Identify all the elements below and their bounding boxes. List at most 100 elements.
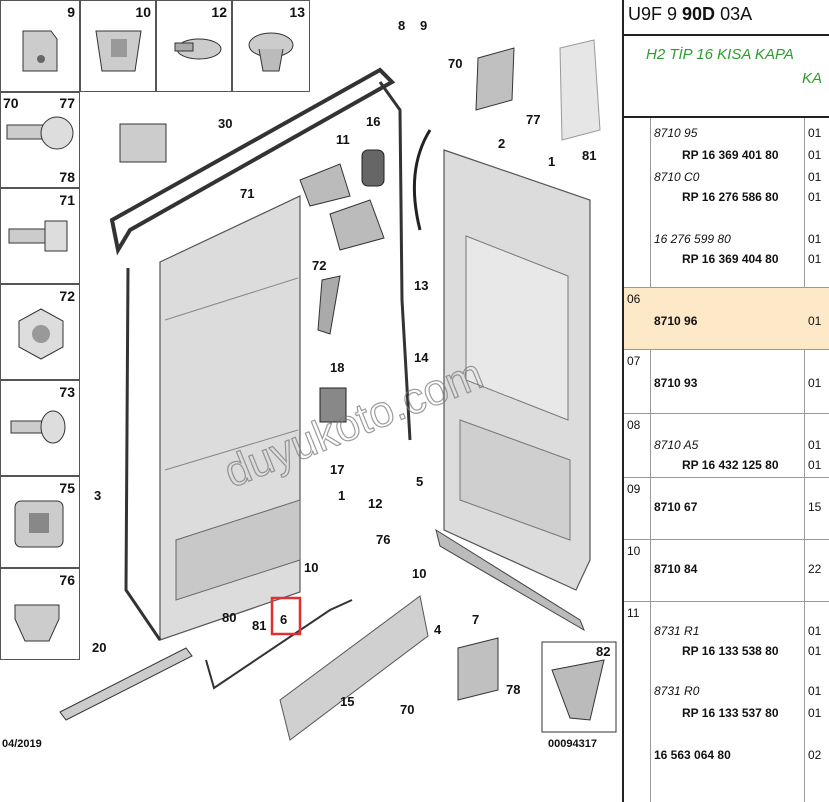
- legend-number: 72: [59, 288, 75, 304]
- table-row[interactable]: 10 8710 84 22: [624, 540, 829, 602]
- callout[interactable]: 78: [506, 682, 520, 697]
- part-qty: 01: [808, 438, 822, 452]
- table-row[interactable]: 08 8710 A5 01 RP 16 432 125 80 01: [624, 414, 829, 478]
- callout[interactable]: 10: [412, 566, 426, 581]
- part-qty: 01: [808, 706, 822, 720]
- legend-cell-10[interactable]: 10: [80, 0, 156, 92]
- legend-cell-12[interactable]: 12: [156, 0, 232, 92]
- part-ref: RP 16 369 404 80: [682, 252, 779, 266]
- table-row-selected[interactable]: 06 8710 96 01: [624, 288, 829, 350]
- part-qty: 01: [808, 458, 822, 472]
- legend-cell-9[interactable]: 9: [0, 0, 80, 92]
- subtitle-line-1: H2 TİP 16 KISA KAPA: [646, 46, 794, 63]
- title-prefix: U9F 9: [628, 4, 683, 24]
- bolt-icon: [6, 116, 74, 150]
- callout[interactable]: 77: [526, 112, 540, 127]
- bracket-30: [119, 123, 167, 163]
- callout[interactable]: 18: [330, 360, 344, 375]
- lower-trim-strip: [279, 595, 429, 741]
- callout[interactable]: 15: [340, 694, 354, 709]
- callout[interactable]: 2: [498, 136, 505, 151]
- callout[interactable]: 20: [92, 640, 106, 655]
- parts-diagram: 9 10 12 13 70 77 78 71 72 73 75 76: [0, 0, 617, 750]
- column-divider: [650, 118, 651, 802]
- callout[interactable]: 81: [252, 618, 266, 633]
- row-number: 06: [627, 292, 641, 306]
- callout[interactable]: 1: [338, 488, 345, 503]
- legend-cell-76[interactable]: 76: [0, 568, 80, 660]
- grommet-icon: [248, 32, 294, 72]
- check-strap-18: [317, 275, 341, 335]
- row-number: 07: [627, 354, 641, 368]
- legend-number: 9: [67, 4, 75, 20]
- screw-icon: [8, 220, 68, 252]
- legend-number: 12: [211, 4, 227, 20]
- callout[interactable]: 71: [240, 186, 254, 201]
- legend-cell-70-77-78[interactable]: 70 77 78: [0, 92, 80, 188]
- callout[interactable]: 10: [304, 560, 318, 575]
- callout[interactable]: 17: [330, 462, 344, 477]
- part-16: [361, 149, 385, 187]
- legend-cell-13[interactable]: 13: [232, 0, 310, 92]
- highlighted-callout-box: [270, 596, 302, 636]
- callout[interactable]: 6: [280, 612, 287, 627]
- callout[interactable]: 14: [414, 350, 429, 365]
- push-rivet-icon: [174, 38, 222, 60]
- callout[interactable]: 72: [312, 258, 326, 273]
- legend-cell-75[interactable]: 75: [0, 476, 80, 568]
- legend-cell-73[interactable]: 73: [0, 380, 80, 476]
- callout[interactable]: 9: [420, 18, 427, 33]
- callout[interactable]: 76: [376, 532, 390, 547]
- hinge-2: [475, 47, 515, 111]
- callout[interactable]: 70: [400, 702, 414, 717]
- callout[interactable]: 13: [414, 278, 428, 293]
- legend-number: 71: [59, 192, 75, 208]
- part-qty: 01: [808, 148, 822, 162]
- legend-cell-72[interactable]: 72: [0, 284, 80, 380]
- callout[interactable]: 12: [368, 496, 382, 511]
- top-seal: [109, 67, 396, 256]
- callout[interactable]: 82: [596, 644, 610, 659]
- screw-icon: [10, 410, 66, 444]
- callout[interactable]: 70: [448, 56, 462, 71]
- table-row[interactable]: 11 8731 R1 01 RP 16 133 538 80 01 8731 R…: [624, 602, 829, 802]
- row-number: 08: [627, 418, 641, 432]
- part-ref: RP 16 369 401 80: [682, 148, 779, 162]
- table-row[interactable]: 07 8710 93 01: [624, 350, 829, 414]
- part-qty: 01: [808, 190, 822, 204]
- callout[interactable]: 1: [548, 154, 555, 169]
- part-17: [319, 387, 347, 423]
- callout[interactable]: 30: [218, 116, 232, 131]
- title-bold: 90D: [682, 4, 716, 24]
- callout[interactable]: 5: [416, 474, 423, 489]
- callout[interactable]: 80: [222, 610, 236, 625]
- table-row[interactable]: 8710 95 01 RP 16 369 401 80 01 8710 C0 0…: [624, 118, 829, 288]
- part-qty: 01: [808, 624, 822, 638]
- exploded-view: 30 11 16 8 9 70 77 2 81 1 71 72 13 18 14…: [59, 18, 617, 741]
- row-number: 09: [627, 482, 641, 496]
- table-row[interactable]: 09 8710 67 15: [624, 478, 829, 540]
- callout[interactable]: 11: [336, 132, 350, 147]
- legend-number: 10: [135, 4, 151, 20]
- hinge-4: [457, 637, 499, 701]
- part-ref: 8710 84: [654, 562, 698, 576]
- spacer-clip-icon: [14, 500, 64, 548]
- part-qty: 01: [808, 126, 822, 140]
- callout[interactable]: 81: [582, 148, 596, 163]
- upper-hinge: [299, 163, 351, 207]
- row-number: 11: [627, 606, 640, 620]
- legend-number: 70: [3, 95, 19, 111]
- part-ref: RP 16 276 586 80: [682, 190, 779, 204]
- callout[interactable]: 16: [366, 114, 380, 129]
- part-ref: RP 16 133 538 80: [682, 644, 779, 658]
- callout[interactable]: 4: [434, 622, 442, 637]
- callout[interactable]: 3: [94, 488, 101, 503]
- part-ref: 16 276 599 80: [654, 232, 731, 246]
- legend-cell-71[interactable]: 71: [0, 188, 80, 284]
- part-ref: 8710 67: [654, 500, 698, 514]
- part-ref: 8731 R1: [654, 624, 700, 638]
- callout[interactable]: 8: [398, 18, 405, 33]
- callout[interactable]: 7: [472, 612, 479, 627]
- footer-date: 04/2019: [2, 738, 42, 750]
- part-qty: 02: [808, 748, 822, 762]
